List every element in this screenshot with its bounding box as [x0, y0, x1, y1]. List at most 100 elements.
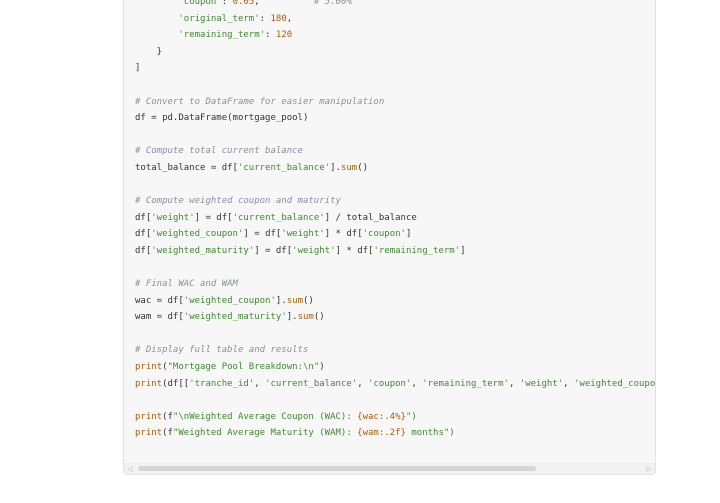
code-token: 120	[275, 30, 293, 41]
code-line: # Final WAC and WAM	[135, 276, 655, 293]
horizontal-scrollbar[interactable]: ◁ ▷	[124, 463, 655, 474]
code-token: sum	[340, 162, 358, 173]
code-token: (f	[162, 411, 173, 422]
code-token: ] / total_balance	[324, 212, 417, 223]
code-token: "\nWeighted Average Coupon (WAC):	[172, 411, 358, 422]
code-token: ")	[405, 411, 417, 422]
code-token: 'original_term'	[178, 13, 260, 24]
code-token: (df[[	[162, 378, 190, 389]
code-line	[135, 326, 655, 343]
code-token: # Convert to DataFrame for easier manipu…	[135, 96, 385, 107]
code-token: 'weight'	[151, 212, 195, 223]
code-line	[135, 127, 655, 144]
code-token: ,	[508, 378, 520, 389]
code-token: 'current_balance'	[232, 212, 325, 223]
code-token: 180	[270, 13, 287, 24]
code-line: wac = df['weighted_coupon'].sum()	[135, 293, 655, 310]
code-line: # Convert to DataFrame for easier manipu…	[135, 94, 655, 111]
code-line	[135, 260, 655, 277]
code-token: print	[135, 378, 163, 389]
code-token: ]	[135, 63, 141, 74]
scrollbar-thumb[interactable]	[138, 466, 536, 471]
code-token: ,	[357, 378, 369, 389]
code-line: # Compute total current balance	[135, 143, 655, 160]
code-token: 'tranche_id'	[189, 378, 255, 389]
code-line: ]	[135, 60, 655, 77]
code-token: # 5.00%	[313, 0, 352, 7]
code-token: print	[135, 411, 163, 422]
code-token: # Compute total current balance	[135, 146, 303, 157]
code-token: :	[259, 13, 271, 24]
code-line: print(f"\nWeighted Average Coupon (WAC):…	[135, 409, 655, 426]
code-line: total_balance = df['current_balance'].su…	[135, 160, 655, 177]
code-token: 'current_balance'	[237, 162, 331, 173]
code-token: sum	[286, 295, 304, 306]
code-token	[135, 14, 178, 24]
code-token: 'coupon'	[368, 378, 412, 389]
code-token: ].	[286, 312, 298, 323]
code-token: 'weighted_maturity'	[151, 245, 255, 256]
code-token: # Display full table and results	[135, 345, 309, 356]
code-token: "Mortgage Pool Breakdown:\n"	[167, 362, 320, 373]
code-token: ,	[286, 13, 293, 24]
code-token: print	[135, 362, 163, 373]
code-token: (f	[162, 428, 173, 439]
code-token: ,	[254, 378, 266, 389]
code-token: ()	[303, 295, 314, 306]
code-token: wam = df[	[135, 312, 184, 323]
code-token: df[	[135, 245, 152, 256]
code-line: 'remaining_term': 120	[135, 27, 655, 44]
code-line: df['weighted_coupon'] = df['weight'] * d…	[135, 226, 655, 243]
code-token: ]	[405, 229, 412, 240]
code-line: # Compute weighted coupon and maturity	[135, 193, 655, 210]
code-lines: 'coupon': 0.05, # 5.00% 'original_term':…	[135, 0, 656, 442]
code-token: 'weighted_coupon	[573, 378, 656, 389]
code-line: print(df[['tranche_id', 'current_balance…	[135, 376, 656, 393]
code-token: 'weighted_coupon'	[183, 295, 276, 306]
code-token: ,	[254, 0, 314, 7]
code-token: ,	[563, 378, 574, 389]
code-block: 'coupon': 0.05, # 5.00% 'original_term':…	[123, 0, 656, 475]
code-token	[135, 30, 178, 40]
code-token: ].	[330, 162, 341, 173]
code-token: ()	[313, 312, 325, 323]
code-line: print(f"Weighted Average Maturity (WAM):…	[135, 425, 655, 442]
code-token: # Final WAC and WAM	[135, 279, 238, 290]
code-token: )	[319, 362, 325, 373]
code-token: 'weight'	[292, 245, 336, 256]
code-token: 'weight'	[281, 229, 325, 240]
code-line	[135, 77, 655, 94]
code-token: ()	[357, 162, 369, 173]
code-token: ] = df[	[243, 229, 282, 240]
code-token: # Compute weighted coupon and maturity	[135, 196, 341, 207]
code-line: }	[135, 44, 655, 61]
code-token: df = pd.DataFrame(mortgage_pool)	[135, 113, 309, 124]
code-token: 0.05	[232, 0, 255, 7]
code-token: ] = df[	[194, 212, 233, 223]
code-token: 'current_balance'	[265, 378, 358, 389]
code-token: months")	[405, 428, 455, 439]
code-line: print("Mortgage Pool Breakdown:\n")	[135, 359, 655, 376]
code-line	[135, 392, 655, 409]
code-token: 'weighted_maturity'	[183, 312, 287, 323]
code-token: ].	[275, 295, 287, 306]
code-token: ]	[460, 245, 466, 256]
code-line: # Display full table and results	[135, 342, 655, 359]
code-line: df = pd.DataFrame(mortgage_pool)	[135, 110, 655, 127]
code-token: print	[135, 428, 163, 439]
code-token: sum	[297, 312, 314, 323]
code-token: }	[135, 46, 163, 57]
code-token: ] = df[	[254, 245, 293, 256]
scroll-left-icon[interactable]: ◁	[127, 465, 133, 473]
code-token: 'weight'	[519, 378, 564, 389]
code-line: 'coupon': 0.05, # 5.00%	[135, 0, 655, 11]
scroll-right-icon[interactable]: ▷	[646, 465, 652, 473]
code-token: 'remaining_term'	[373, 245, 461, 256]
code-token: ] * df[	[324, 229, 363, 240]
code-token: "Weighted Average Maturity (WAM):	[172, 428, 358, 439]
code-token: wac = df[	[135, 295, 184, 306]
code-token: ,	[411, 378, 423, 389]
code-line: wam = df['weighted_maturity'].sum()	[135, 309, 655, 326]
code-token: {wam:.2f}	[357, 428, 406, 439]
code-token: 'weighted_coupon'	[151, 229, 244, 240]
